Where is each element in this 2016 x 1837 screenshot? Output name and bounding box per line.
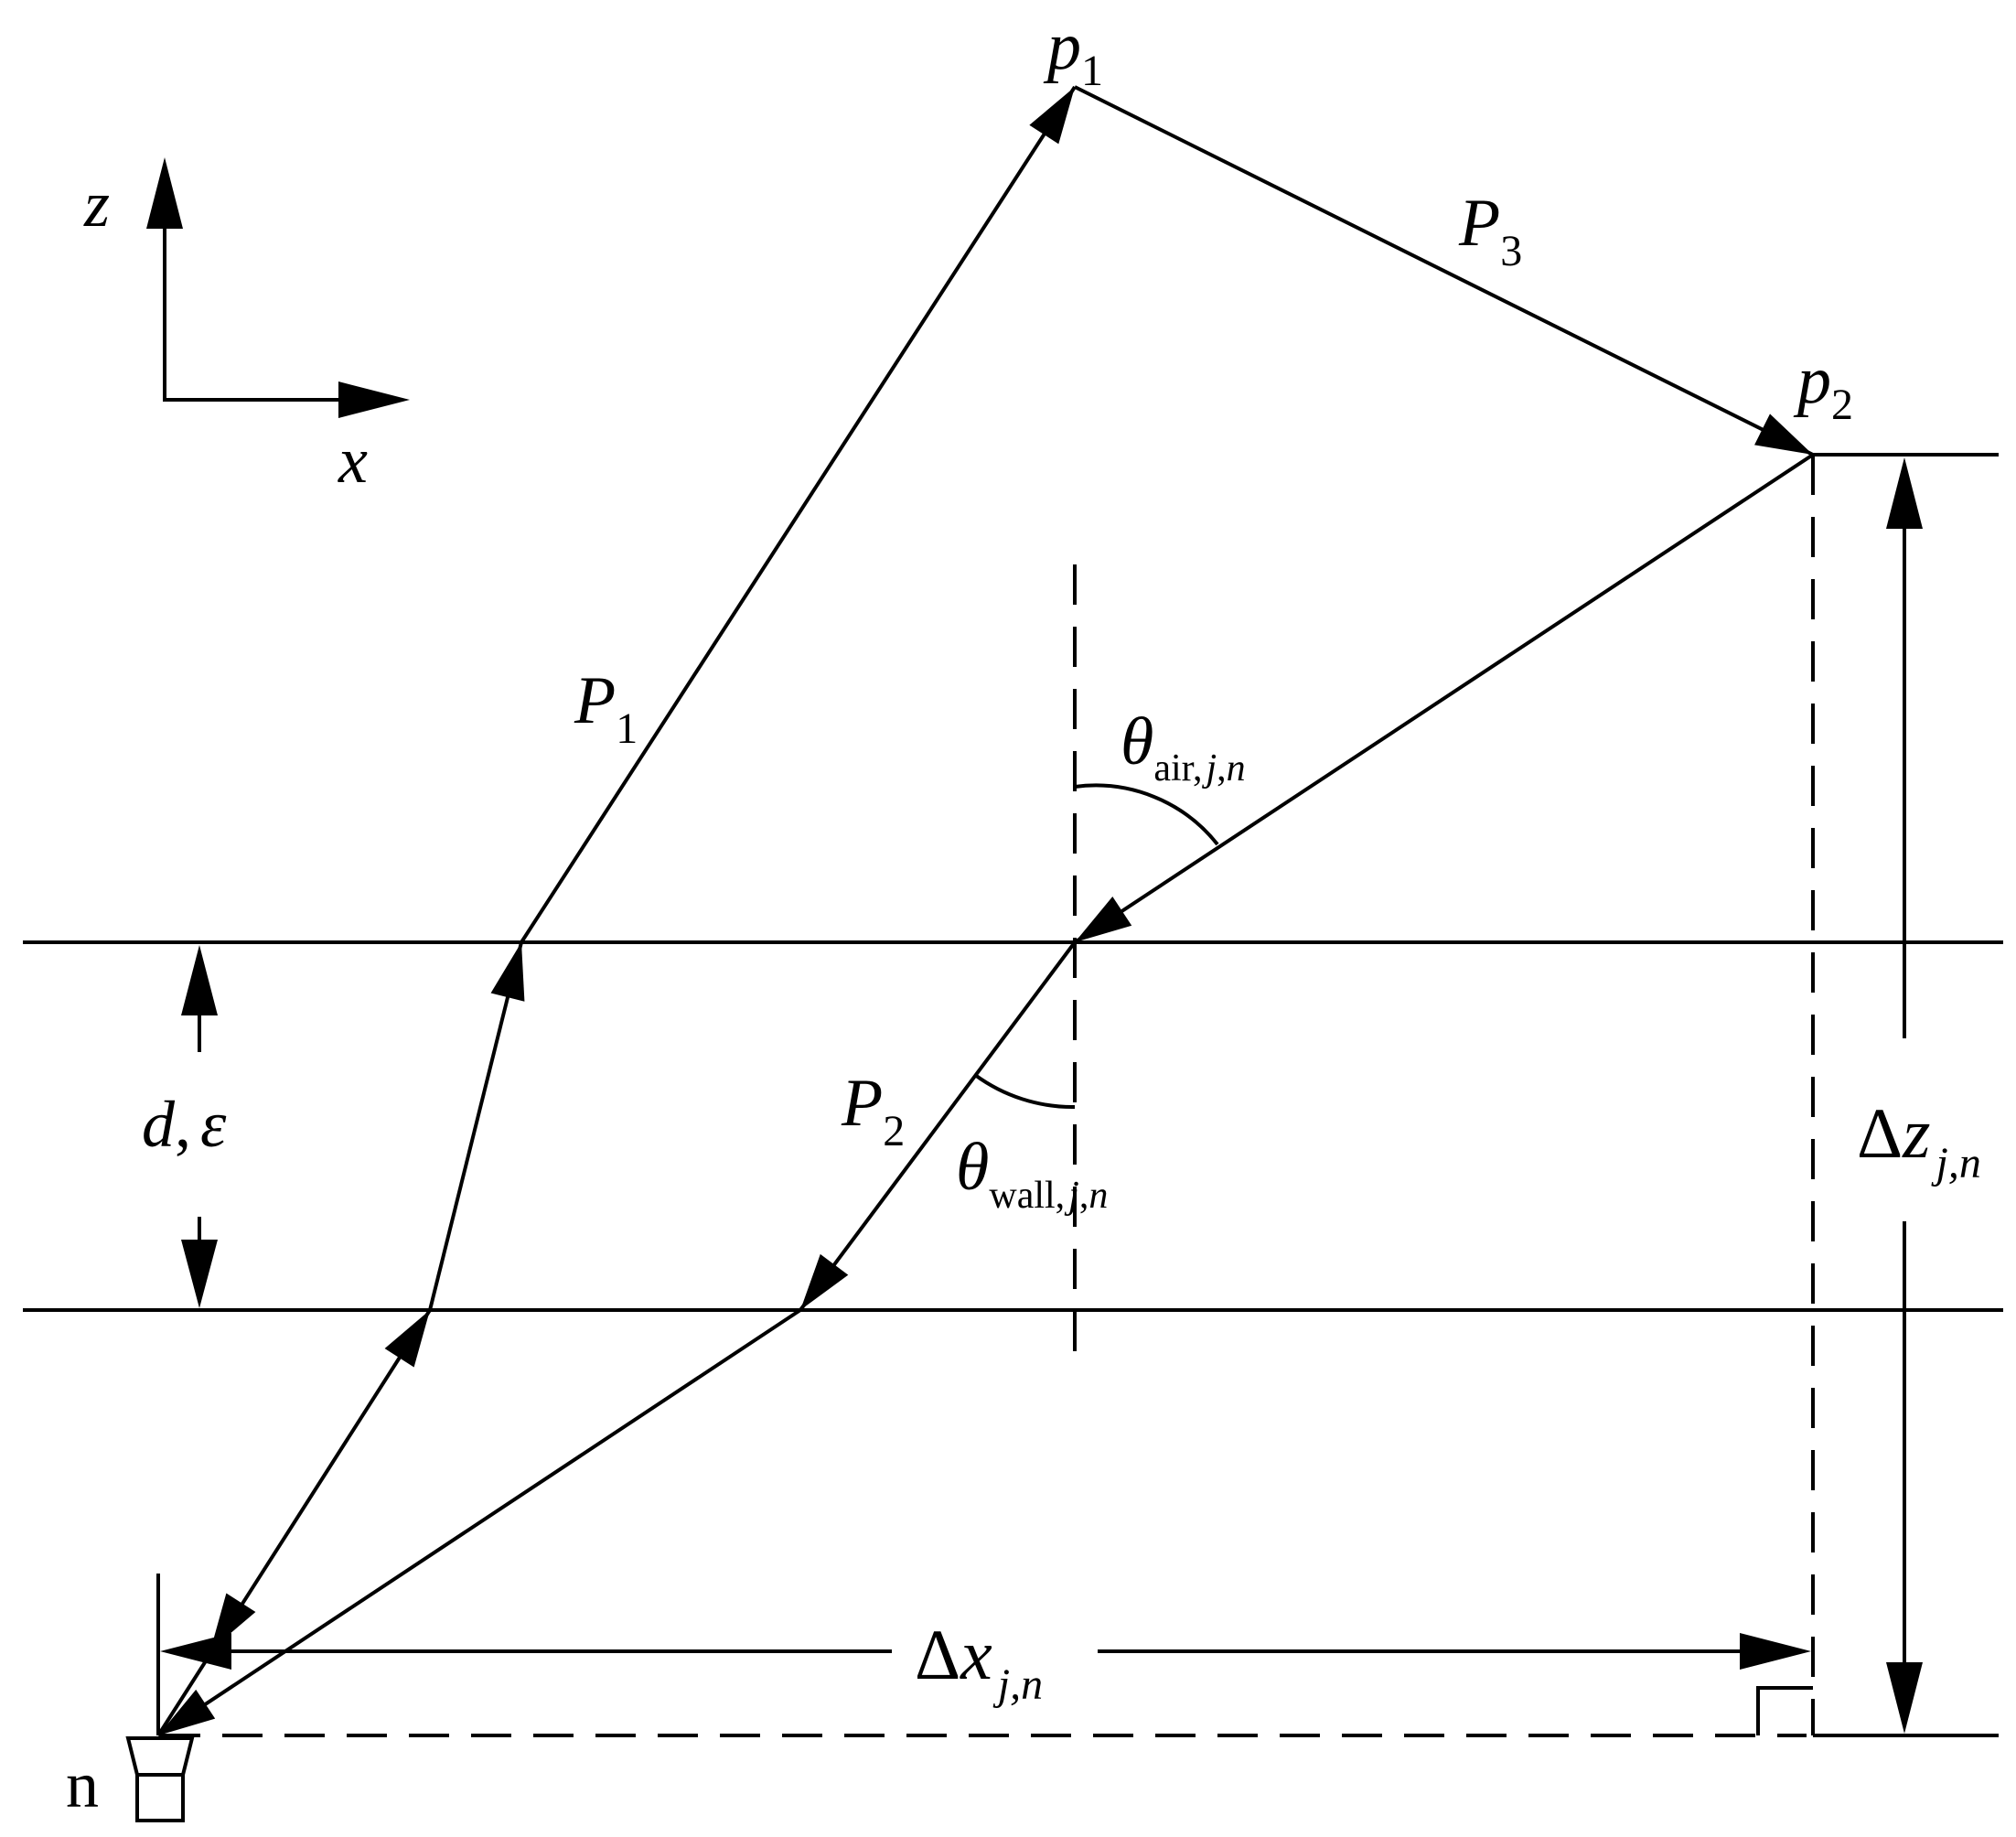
point-p1-label: p1 <box>1043 9 1103 95</box>
dz-arrowhead-down <box>1886 1662 1923 1734</box>
arrowhead-p1-in-wall <box>490 942 525 1002</box>
z-axis-label: z <box>83 167 110 241</box>
arrowhead-p2-at-antenna <box>158 1689 216 1735</box>
path-p3-label: P3 <box>1458 186 1522 275</box>
antenna-body <box>135 1773 185 1822</box>
path-p2-segment-wall <box>799 940 1077 1312</box>
angle-air-label: θair,j,n <box>1121 704 1246 790</box>
x-axis-arrowhead <box>338 381 410 418</box>
arrowhead-p1-at-p1 <box>1029 87 1075 145</box>
dx-arrowhead-left <box>160 1633 231 1670</box>
arrowhead-p1-lower-air <box>384 1310 430 1368</box>
right-angle-marker <box>1756 1686 1813 1735</box>
antenna-icon <box>125 1736 195 1822</box>
arrowhead-p3-at-p2 <box>1754 414 1813 455</box>
wall-thickness-arrowhead-down <box>181 1240 218 1308</box>
point-p2-label: p2 <box>1793 343 1853 429</box>
wall-params-label: d,ε <box>142 1088 227 1161</box>
path-p2-segment-air-upper <box>1073 453 1815 944</box>
path-p1-segment-air-lower <box>156 1308 432 1737</box>
antenna-horn <box>125 1736 195 1777</box>
coordinate-axes: z x <box>83 157 410 497</box>
angle-arc-air <box>1074 783 1219 846</box>
arrowhead-p2-in-wall <box>800 1253 849 1310</box>
path-p1-label: P1 <box>574 663 638 753</box>
dz-arrowhead-up <box>1886 457 1923 529</box>
antenna-label: n <box>66 1748 99 1821</box>
path-p3 <box>1074 85 1814 457</box>
dx-arrowhead-right <box>1740 1633 1811 1670</box>
angle-arc-wall <box>973 1073 1076 1110</box>
path-p2-label: P2 <box>841 1066 905 1155</box>
path-p1 <box>156 85 1077 1737</box>
z-axis-arrowhead <box>146 157 183 229</box>
x-axis-label: x <box>338 424 368 497</box>
wall-thickness-arrowhead-up <box>181 945 218 1015</box>
path-p2 <box>156 453 1815 1737</box>
wall-thickness-dimension: d,ε <box>142 945 227 1308</box>
arrowhead-p2-at-wall <box>1075 897 1132 942</box>
angle-wall-label: θwall,j,n <box>956 1130 1108 1217</box>
path-p2-segment-air-lower <box>156 1308 802 1737</box>
path-p1-segment-air-upper <box>520 85 1077 944</box>
path-p1-segment-wall <box>428 941 523 1311</box>
